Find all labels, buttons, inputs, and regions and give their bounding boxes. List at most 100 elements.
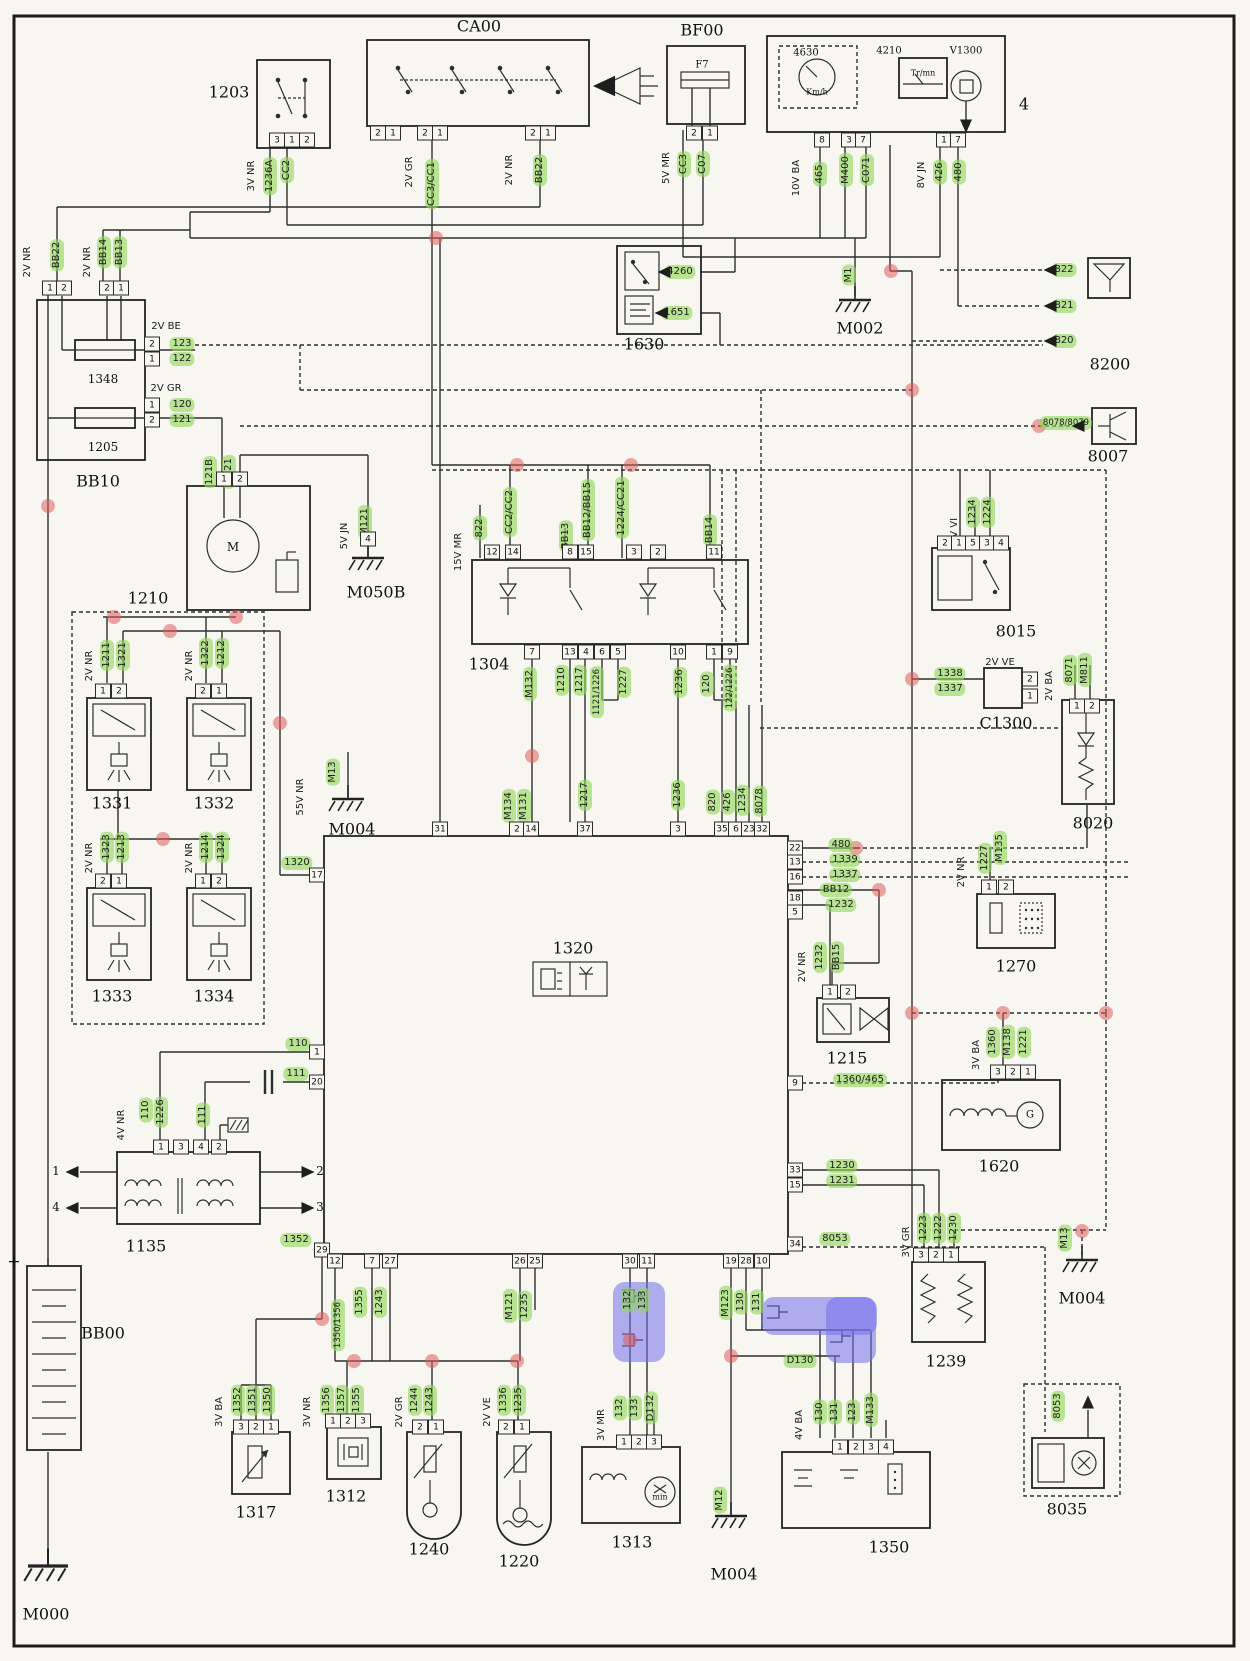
left-arrow-icon [657,266,671,278]
wire-tag: 1217 [573,664,587,696]
pin-label: 25 [527,1253,543,1269]
module-icon [1098,411,1127,441]
wire-tag: 1231 [826,1174,858,1188]
pin-label: 1 [42,280,58,296]
component-label: 1240 [408,1539,450,1559]
component-label: 1205 [87,440,119,454]
pin-label: 3 [646,1434,662,1450]
component-label: 1239 [925,1351,967,1371]
pin-label: 1 [822,984,838,1000]
pin-label: 2 [195,683,211,699]
left-arrow-icon [1043,264,1057,276]
wire-tag: 1230 [947,1212,961,1244]
wire-tag: M121 [503,1289,517,1323]
wire-tag: 1355 [353,1286,367,1318]
pin-label: 30 [622,1253,638,1269]
left-arrow-icon [1071,420,1085,432]
wire-tag: 1224/CC21 [615,477,629,539]
junction-dot [996,1006,1010,1020]
pin-label: 8 [562,544,578,560]
wire-tag: 120 [700,671,714,697]
wire-tag: 8053 [1051,1390,1065,1422]
pin-label: 10 [754,1253,770,1269]
wire-tag: 1321 [116,639,130,671]
left-arrow-icon [1043,300,1057,312]
right-arrow-icon [301,1166,315,1178]
wire-tag: 1336 [497,1384,511,1416]
junction-dot [156,832,170,846]
wire-tag: 426 [721,789,735,815]
wire-tag: 1235 [518,1290,532,1322]
wire-tag: C07 [696,151,710,177]
pin-label: 2 [417,125,433,141]
wire-tag: 1236 [671,779,685,811]
pin-label: 13 [562,644,578,660]
signal-label: 2V NR [84,650,95,682]
wire-tag: 1213 [115,831,129,863]
wire-tag: M12 [713,1486,727,1514]
wire-tag: 133 [628,1395,642,1421]
pin-label: 1 [706,644,722,660]
pin-label: 1 [263,1419,279,1435]
component-label: 1312 [325,1486,367,1506]
wire-tag: M400 [839,153,853,187]
junction-dot [347,1354,361,1368]
pin-label: 28 [738,1253,754,1269]
pin-label: 5 [610,644,626,660]
wire-tag: M138 [1001,1025,1015,1059]
pin-label: 2 [299,132,315,148]
pin-label: 15 [787,1177,803,1193]
wire-tag: 480 [828,838,854,852]
component-label: M002 [836,318,884,338]
pin-label: 11 [706,544,722,560]
wire-tag: D132 [644,1391,658,1425]
wire-tag: M123 [719,1286,733,1320]
pin-label: 1 [1069,698,1085,714]
component-label: 1630 [623,334,665,354]
wire-tag: 1232 [825,898,857,912]
signal-label: 55V NR [295,778,306,816]
signal-label: 2V NR [184,842,195,874]
wire-tag: 1212 [215,637,229,669]
pin-label: 2 [928,1247,944,1263]
component-label: M000 [22,1604,70,1624]
wire-tag: CC3 [677,150,691,178]
pin-label: 10 [670,644,686,660]
pin-label: 9 [787,1075,803,1091]
component-label: 1135 [125,1236,167,1256]
wire-tag: 1324 [215,831,229,863]
pin-label: 3 [670,821,686,837]
wire-tag: 133 [636,1287,650,1313]
ground-icons [22,284,1100,1583]
pin-label: 16 [787,869,803,885]
key-icon [600,67,658,105]
wire-tag: 1360/465 [833,1073,887,1087]
pin-label: 2 [340,1413,356,1429]
wire-tag: 1236A [263,156,277,196]
wire-tag: 820 [706,789,720,815]
pin-label: 17 [309,867,325,883]
wire-tag: 1352 [280,1233,312,1247]
pin-label: 2 [144,412,160,428]
component-label: Km/h [806,87,828,97]
pin-label: 29 [314,1242,330,1258]
pin-label: 37 [577,821,593,837]
component-label: min [652,1492,668,1502]
pin-label: 2 [144,336,160,352]
junction-dot [905,672,919,686]
pin-label: 1 [111,873,127,889]
wire-tag: M811 [1078,653,1092,687]
wire-tag: 110 [285,1037,311,1051]
component-label: 1220 [498,1551,540,1571]
signal-label: 4V BA [794,1409,805,1441]
pin-label: 7 [855,132,871,148]
left-arrow-icon [65,1202,79,1214]
pin-label: 7 [950,132,966,148]
junction-dot [163,624,177,638]
wire-tag: M131 [517,789,531,823]
component-label: 1203 [208,82,250,102]
pin-label: 2 [686,125,702,141]
wire-tag: 1234 [966,496,980,528]
junction-dot [107,610,121,624]
wire-tag: 111 [283,1067,309,1081]
